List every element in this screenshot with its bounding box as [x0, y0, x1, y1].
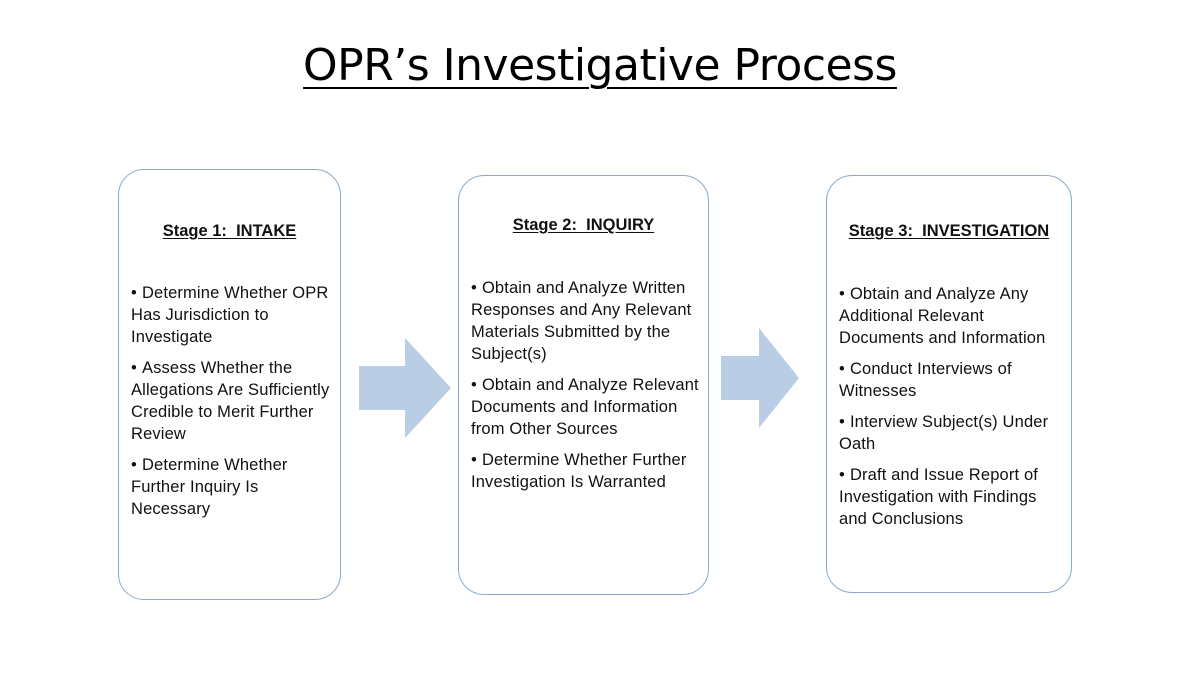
stage-3-heading: Stage 3: INVESTIGATION — [848, 222, 1050, 240]
stage-1-box: Stage 1: INTAKE Determine Whether OPR Ha… — [118, 169, 341, 600]
stage-2-item: Obtain and Analyze Written Responses and… — [471, 277, 700, 365]
stage-1-item: Assess Whether the Allegations Are Suffi… — [131, 357, 332, 445]
stage-1-list: Determine Whether OPR Has Jurisdiction t… — [131, 282, 332, 529]
arrow-shape — [721, 328, 799, 428]
stage-2-item: Determine Whether Further Investigation … — [471, 449, 700, 493]
stage-2-heading: Stage 2: INQUIRY — [512, 216, 655, 234]
stage-1-item: Determine Whether Further Inquiry Is Nec… — [131, 454, 332, 520]
stage-1-heading: Stage 1: INTAKE — [162, 222, 297, 240]
stage-3-item: Obtain and Analyze Any Additional Releva… — [839, 283, 1063, 349]
stage-3-item: Interview Subject(s) Under Oath — [839, 411, 1063, 455]
stage-3-item: Conduct Interviews of Witnesses — [839, 358, 1063, 402]
right-arrow-icon — [359, 338, 451, 438]
stage-3-list: Obtain and Analyze Any Additional Releva… — [839, 283, 1063, 539]
right-arrow-icon — [721, 328, 799, 428]
stage-1-item: Determine Whether OPR Has Jurisdiction t… — [131, 282, 332, 348]
stage-2-item: Obtain and Analyze Relevant Documents an… — [471, 374, 700, 440]
arrow-shape — [359, 338, 451, 438]
stage-2-box: Stage 2: INQUIRY Obtain and Analyze Writ… — [458, 175, 709, 595]
page-title: OPR’s Investigative Process — [303, 40, 897, 91]
stage-3-item: Draft and Issue Report of Investigation … — [839, 464, 1063, 530]
stage-2-list: Obtain and Analyze Written Responses and… — [471, 277, 700, 502]
stage-3-box: Stage 3: INVESTIGATION Obtain and Analyz… — [826, 175, 1072, 593]
